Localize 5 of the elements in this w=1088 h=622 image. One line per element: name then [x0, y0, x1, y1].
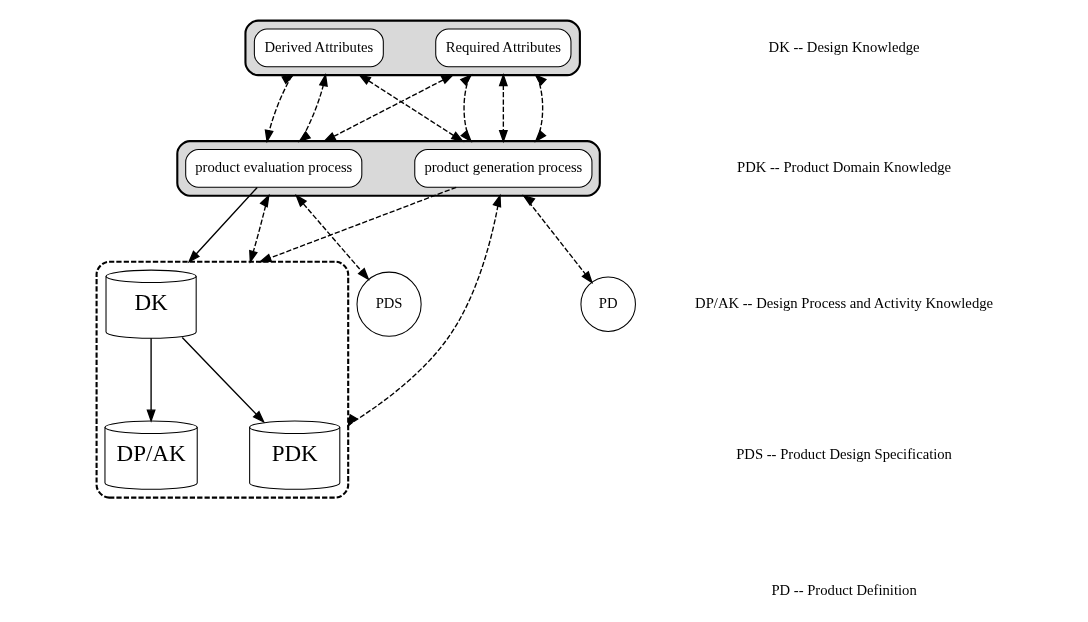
label: PDK -- Product Domain Knowledge: [736, 159, 951, 176]
label: PDS -- Product Design Specification: [735, 446, 952, 463]
label: PD -- Product Definition: [770, 581, 917, 598]
label: DP/AK -- Design Process and Activity Knowledge: [694, 295, 993, 312]
label: DK -- Design Knowledge: [768, 38, 920, 55]
